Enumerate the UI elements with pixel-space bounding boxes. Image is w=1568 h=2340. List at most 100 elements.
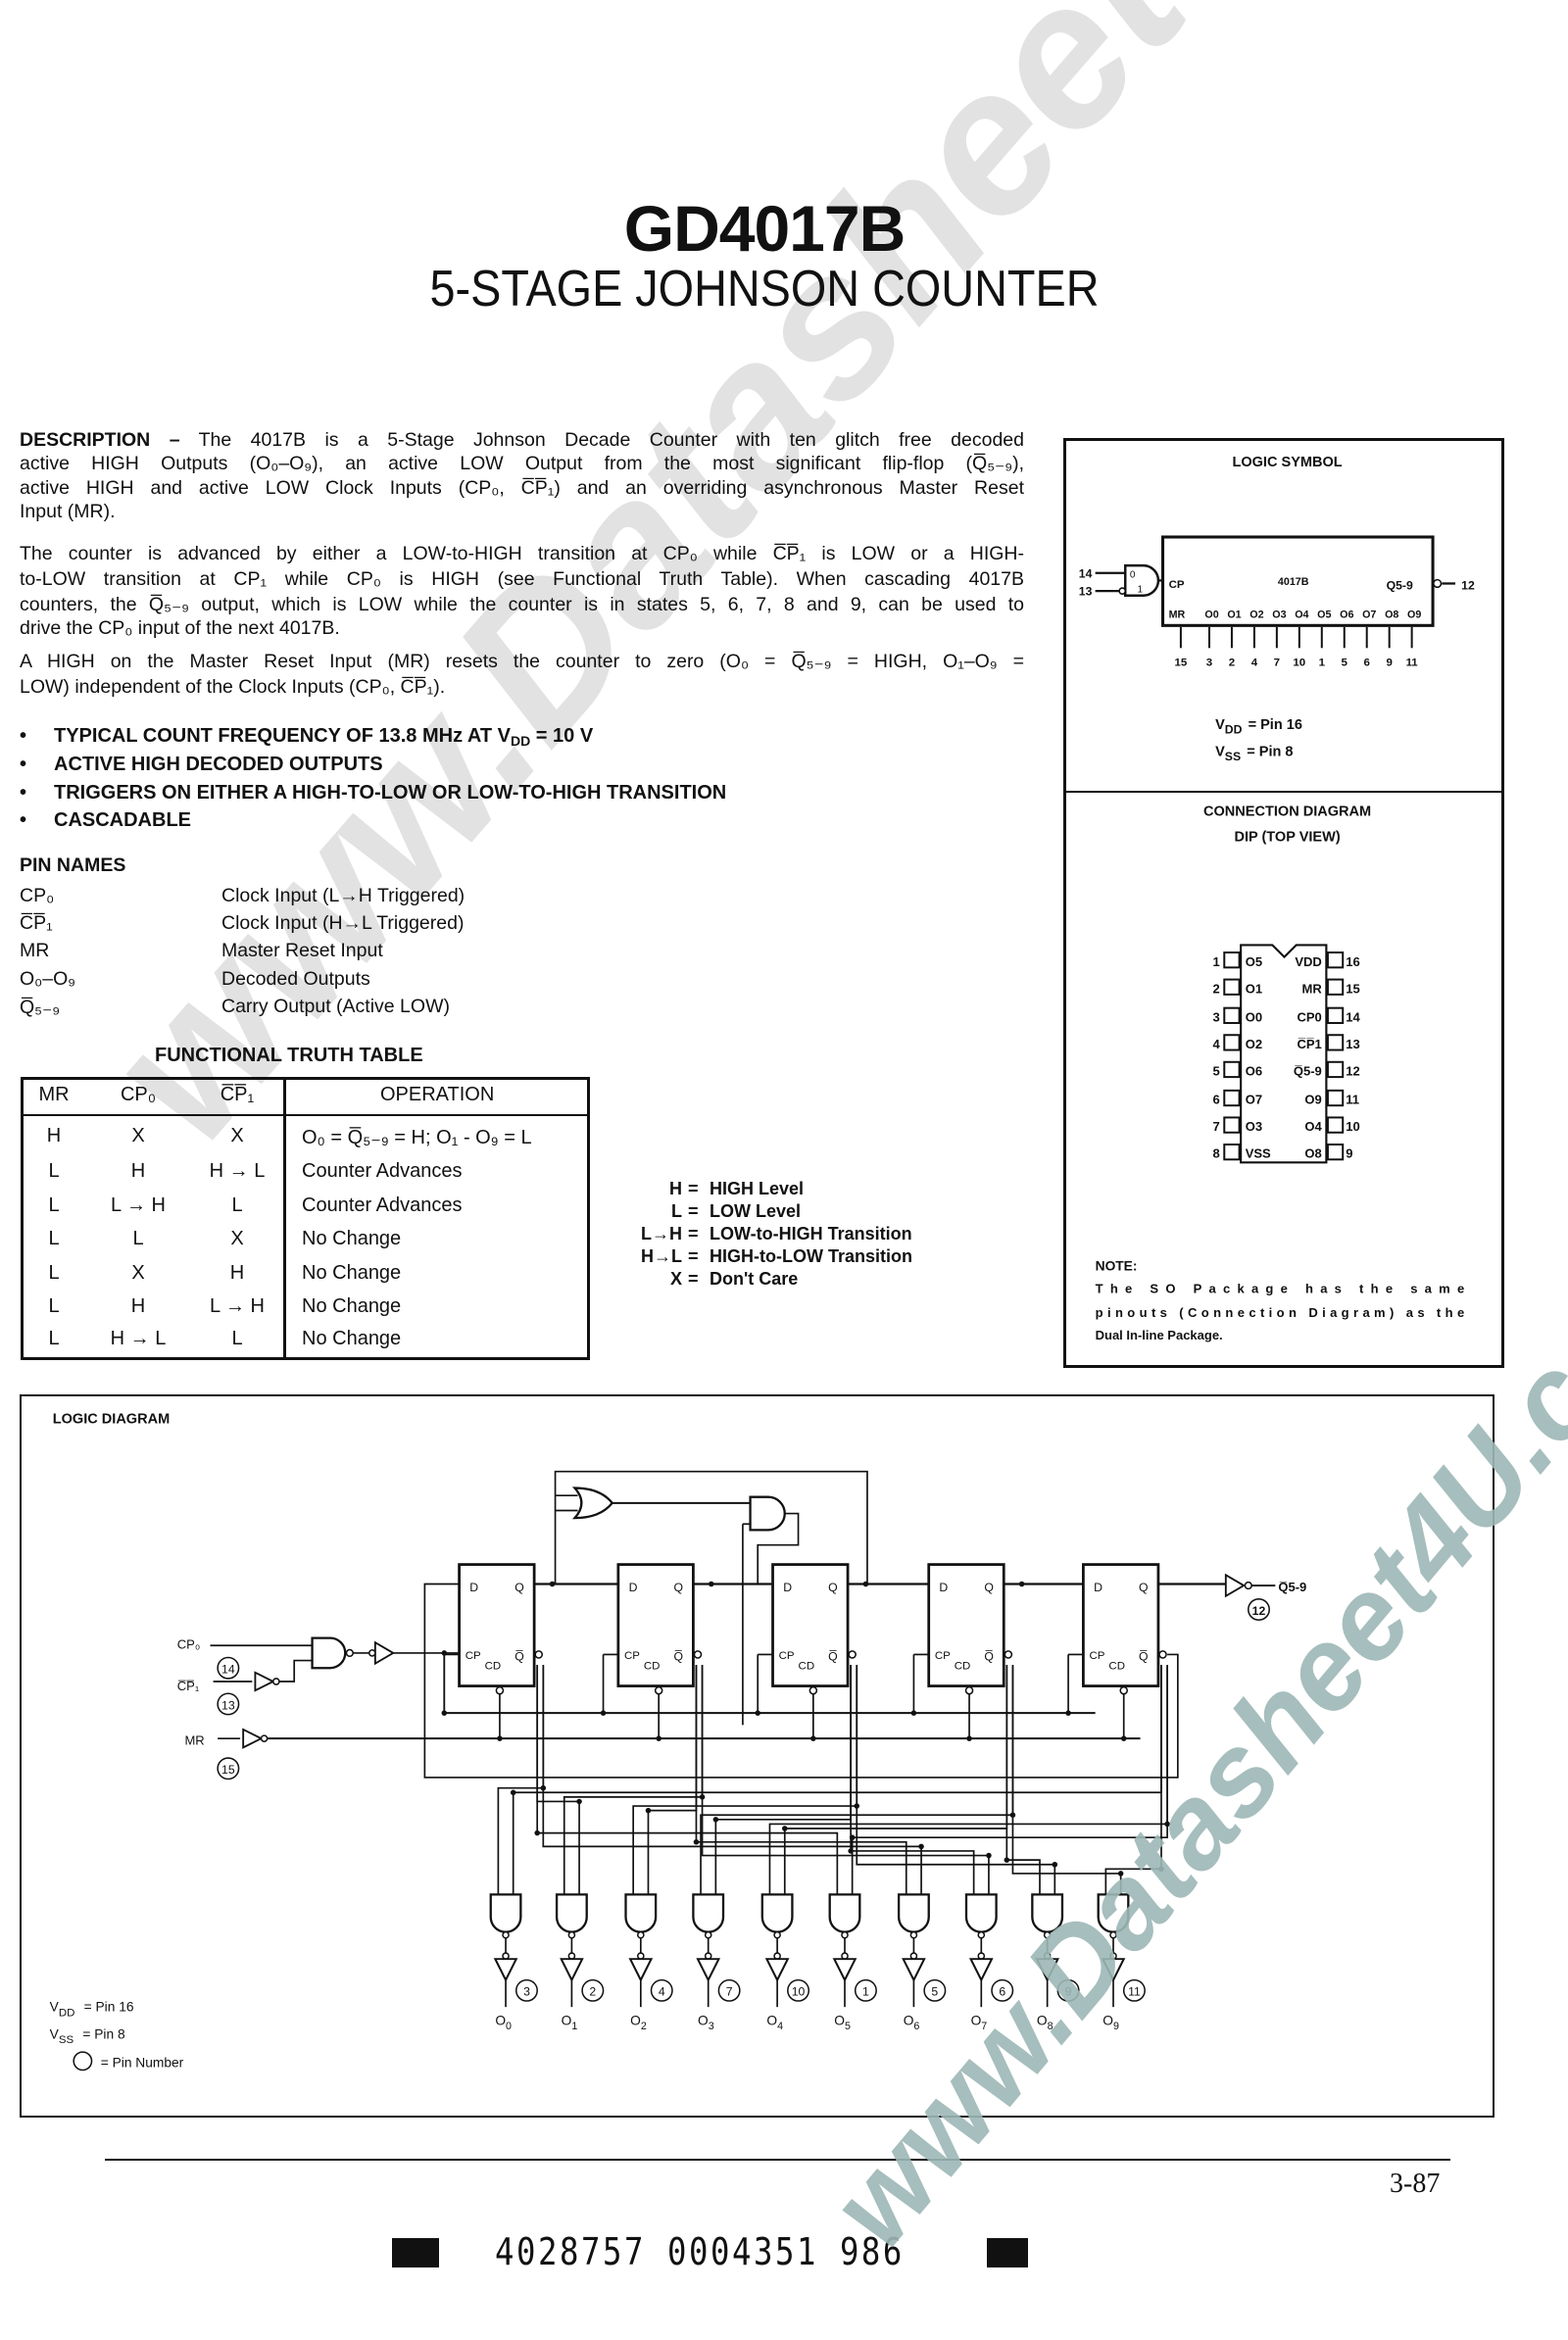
inversion-bubble-icon	[345, 1648, 354, 1658]
diagram-label: O5	[1317, 609, 1331, 621]
pin-description: Master Reset Input	[221, 940, 383, 961]
inversion-bubble-icon	[1004, 1650, 1013, 1659]
description-line: The counter is advanced by either a LOW-…	[20, 542, 1024, 565]
diagram-label: CD	[955, 1661, 971, 1673]
diagram-label: 3	[1206, 658, 1212, 669]
supply-pin-note: VDD= Pin 16	[50, 2000, 134, 2020]
pin-label: O3	[1246, 1119, 1262, 1134]
wire	[647, 1665, 698, 1895]
diagram-label: 10	[792, 1985, 806, 1999]
description-text: to-LOW transition at CP₁ while CP₀ is HI…	[20, 568, 1024, 590]
pin-label: O1	[1246, 981, 1262, 996]
flip-flop	[458, 1563, 536, 1687]
pin-number-circle	[217, 1656, 240, 1680]
diagram-label: 7	[726, 1985, 733, 1999]
diagram-label: D	[939, 1581, 948, 1594]
diagram-label: CP	[779, 1650, 795, 1662]
diagram-label: 4017B	[1278, 576, 1309, 588]
panel-divider	[1063, 791, 1504, 793]
diagram-label: 11	[1128, 1985, 1141, 1999]
operation-cell: Counter Advances	[302, 1160, 463, 1182]
junction-dot	[1117, 1871, 1124, 1877]
pin-number: 14	[1346, 1009, 1360, 1024]
wire	[757, 1512, 800, 1585]
wire	[850, 1665, 975, 1895]
diagram-label: 3	[523, 1985, 530, 1999]
and-gate-icon	[1124, 563, 1160, 597]
wire	[554, 1470, 868, 1584]
pin-number: 6	[1212, 1093, 1219, 1107]
note-text: Dual In-line Package.	[1096, 1328, 1223, 1342]
wire	[1011, 1665, 1122, 1895]
wire	[536, 1665, 839, 1895]
bullet-icon: •	[20, 809, 27, 831]
description-text: drive the CP₀ input of the next 4017B.	[20, 617, 340, 639]
bullet-icon: •	[20, 782, 27, 804]
table-rule	[21, 1077, 590, 1080]
junction-dot	[576, 1798, 582, 1805]
wire	[851, 1665, 1168, 1895]
pin-number: 2	[1212, 981, 1219, 996]
feature-item: •CASCADABLE	[20, 809, 191, 832]
bullet-icon: •	[20, 725, 27, 747]
dip-pin	[1223, 1143, 1241, 1161]
table-cell: X	[230, 1125, 244, 1146]
table-cell: L	[231, 1328, 243, 1349]
nand-gate-icon	[828, 1893, 861, 1933]
diagram-label: 1	[1319, 658, 1326, 669]
pin-label: O4	[1304, 1119, 1322, 1134]
output-label: O7	[971, 2014, 988, 2033]
junction-dot	[1158, 1866, 1164, 1873]
pin-label: VSS	[1246, 1146, 1271, 1161]
pin-label: O2	[1246, 1037, 1262, 1051]
dip-pin	[1326, 1116, 1345, 1134]
table-cell: L → H	[210, 1295, 265, 1317]
diagram-label: CD	[644, 1661, 661, 1673]
pin-number-circle	[854, 1978, 877, 2002]
table-rule	[587, 1077, 590, 1360]
nand-gate-icon	[897, 1893, 930, 1933]
diagram-label: CP	[466, 1650, 481, 1662]
table-cell: H	[46, 1125, 62, 1146]
inverter-icon	[696, 1958, 721, 1982]
inversion-bubble-icon	[1158, 1650, 1167, 1659]
diagram-label: Q	[1139, 1581, 1149, 1594]
pin-number-circle	[217, 1692, 240, 1716]
pin-number-circle	[217, 1757, 240, 1780]
diagram-label: C̅P̅₁	[177, 1679, 200, 1693]
table-rule	[283, 1077, 286, 1360]
barcode-mark	[987, 2238, 1028, 2267]
table-cell: X	[131, 1125, 145, 1146]
inversion-bubble-icon	[964, 1685, 974, 1695]
diagram-label: CD	[799, 1661, 815, 1673]
pin-number-circle	[923, 1978, 947, 2002]
inversion-bubble-icon	[977, 1930, 986, 1939]
pin-number: 15	[1346, 981, 1359, 996]
diagram-label: 2	[589, 1985, 596, 1999]
panel-border	[1501, 438, 1504, 1367]
dip-pin	[1326, 1034, 1345, 1051]
legend-key: H→L	[641, 1246, 682, 1266]
diagram-label: Q̅	[828, 1650, 838, 1664]
junction-dot	[1004, 1857, 1010, 1863]
diagram-label: 4	[659, 1985, 665, 1999]
diagram-label: 13	[221, 1698, 235, 1712]
flip-flop	[927, 1563, 1005, 1687]
inversion-bubble-icon	[704, 1930, 712, 1939]
inversion-bubble-icon	[495, 1685, 505, 1695]
description-text: A HIGH on the Master Reset Input (MR) re…	[20, 651, 1024, 672]
pin-name: Q̅₅₋₉	[20, 997, 61, 1018]
inversion-bubble-icon	[808, 1685, 818, 1695]
diagram-label: O9	[1407, 609, 1421, 621]
diagram-label: 12	[1252, 1604, 1266, 1618]
legend-equals: =	[688, 1269, 699, 1289]
diagram-label: CP	[1169, 579, 1185, 591]
pin-number: 8	[1212, 1146, 1219, 1161]
output-label: O0	[495, 2014, 512, 2033]
inversion-bubble-icon	[848, 1650, 857, 1659]
diagram-label: Q	[828, 1581, 838, 1594]
inversion-bubble-icon	[502, 1930, 510, 1939]
inversion-bubble-icon	[1043, 1930, 1052, 1939]
nand-gate-icon	[760, 1893, 794, 1933]
diagram-label: Q	[514, 1581, 524, 1594]
